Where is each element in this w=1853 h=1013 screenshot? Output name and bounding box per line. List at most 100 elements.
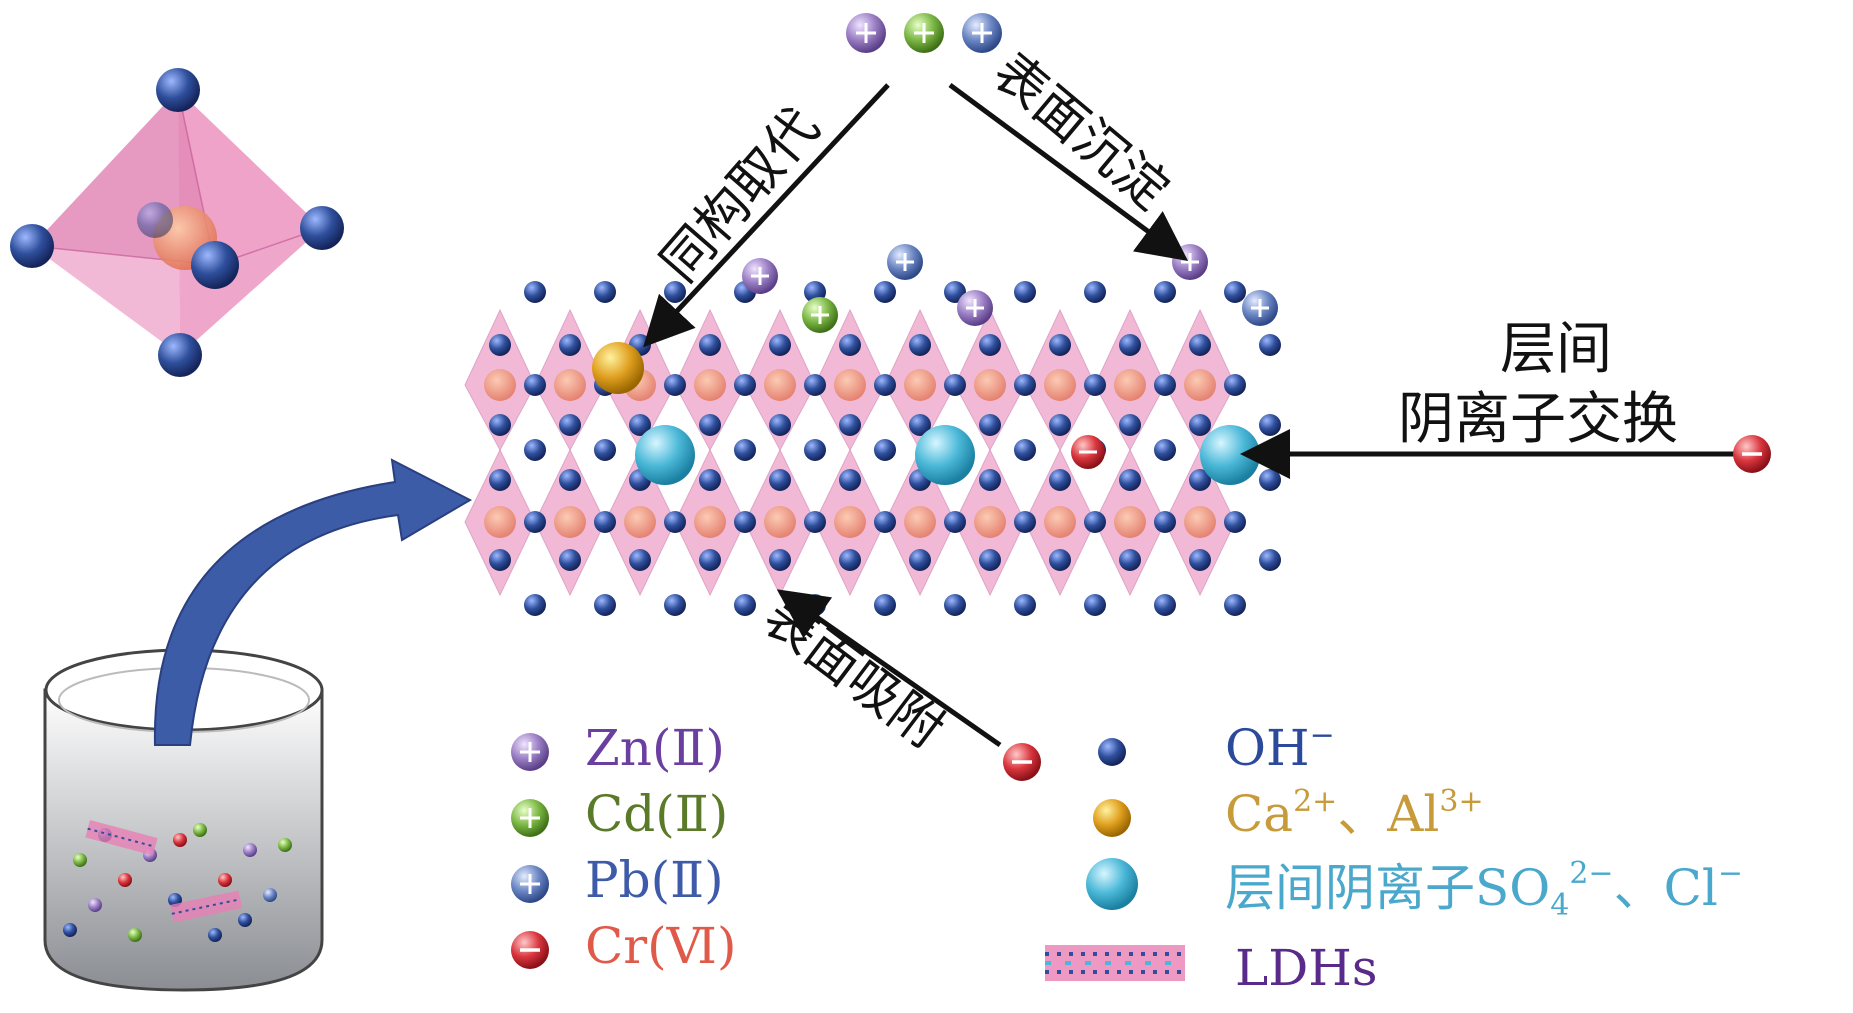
legend-label-cd: Cd(Ⅱ) <box>585 785 728 843</box>
hydroxide-ball <box>804 511 826 533</box>
label-interlayer-exchange-line1: 层间 <box>1500 317 1612 382</box>
hydroxide-ball <box>1259 414 1281 436</box>
metal-center <box>1044 369 1076 401</box>
metal-center <box>1184 506 1216 538</box>
hydroxide-ball <box>489 414 511 436</box>
hydroxide-ball <box>1154 374 1176 396</box>
plus-circle-icon <box>904 13 944 53</box>
mini-ldh-sheet <box>85 820 158 856</box>
hydroxide-ball <box>664 511 686 533</box>
hydroxide-ball <box>769 549 791 571</box>
legend-item-ca-al: Ca2+、Al3+ <box>1093 784 1484 843</box>
metal-center <box>1114 369 1146 401</box>
hydroxide-ball <box>839 469 861 491</box>
hydroxide-ball <box>1049 334 1071 356</box>
plus-circle-icon <box>511 733 549 771</box>
hydroxide-ball <box>839 414 861 436</box>
hydroxide-ball <box>594 594 616 616</box>
ion-particle <box>63 923 77 937</box>
metal-center <box>764 369 796 401</box>
plus-circle-icon <box>511 799 549 837</box>
label-interlayer-exchange-line2: 阴离子交换 <box>1398 387 1678 452</box>
hydroxide-ball <box>10 224 54 268</box>
metal-center <box>624 506 656 538</box>
hydroxide-ball <box>137 202 173 238</box>
hydroxide-ball <box>629 549 651 571</box>
legend-item-oh: OH− <box>1098 718 1335 777</box>
metal-center <box>1184 369 1216 401</box>
plus-circle-icon <box>962 13 1002 53</box>
hydroxide-ball <box>1224 511 1246 533</box>
hydroxide-ball <box>1224 594 1246 616</box>
hydroxide-ball <box>1154 511 1176 533</box>
legend: Zn(Ⅱ) Cd(Ⅱ) Pb(Ⅱ) Cr(Ⅵ) OH− <box>511 718 1743 997</box>
ldh-layered-structure <box>464 244 1281 616</box>
hydroxide-ball <box>734 439 756 461</box>
hydroxide-ball <box>734 374 756 396</box>
ion-particle <box>118 873 132 887</box>
ion-particle <box>263 888 277 902</box>
hydroxide-ball <box>1259 469 1281 491</box>
interlayer-anion <box>635 425 695 485</box>
hydroxide-ball <box>664 374 686 396</box>
hydroxide-ball <box>1189 414 1211 436</box>
hydroxide-ball <box>524 374 546 396</box>
hydroxide-ball <box>489 549 511 571</box>
interlayer-anion <box>915 425 975 485</box>
metal-center <box>484 369 516 401</box>
hydroxide-ball <box>1049 414 1071 436</box>
mini-ldh-sheet <box>170 890 243 923</box>
minus-circle-icon <box>1733 435 1771 473</box>
hydroxide-ball <box>944 511 966 533</box>
hydroxide-ball <box>874 281 896 303</box>
ion-particle <box>73 853 87 867</box>
hydroxide-ball <box>594 511 616 533</box>
hydroxide-ball <box>594 439 616 461</box>
metal-center <box>484 506 516 538</box>
metal-center <box>1114 506 1146 538</box>
hydroxide-ball <box>874 374 896 396</box>
octahedron-face <box>32 90 180 355</box>
metal-center <box>974 369 1006 401</box>
hydroxide-ball <box>524 594 546 616</box>
hydroxide-ball <box>1154 439 1176 461</box>
legend-label-zn: Zn(Ⅱ) <box>585 719 725 777</box>
incoming-cations <box>846 13 1002 53</box>
hydroxide-ball <box>699 469 721 491</box>
hydroxide-ball <box>909 414 931 436</box>
ion-particle <box>88 898 102 912</box>
hydroxide-ball <box>1154 281 1176 303</box>
ion-particle <box>208 928 222 942</box>
hydroxide-ball <box>944 374 966 396</box>
metal-center <box>1044 506 1076 538</box>
metal-center <box>554 506 586 538</box>
hydroxide-ball <box>1014 281 1036 303</box>
plus-sign <box>1181 253 1199 271</box>
mechanism-arrows <box>643 82 1735 748</box>
hydroxide-ball <box>158 333 202 377</box>
hydroxide-ball <box>1119 414 1141 436</box>
legend-label-cr: Cr(Ⅵ) <box>585 917 736 975</box>
hydroxide-ball <box>524 511 546 533</box>
ion-particle <box>218 873 232 887</box>
beaker <box>43 648 324 992</box>
ion-particle <box>243 843 257 857</box>
hydroxide-ball <box>524 281 546 303</box>
ion-particle <box>278 838 292 852</box>
minus-circle-icon <box>1003 743 1041 781</box>
minus-circle-icon <box>511 931 549 969</box>
ca-al-ball <box>1093 799 1131 837</box>
hydroxide-ball <box>874 439 896 461</box>
legend-item-anion: 层间阴离子SO42−、Cl− <box>1086 856 1743 923</box>
hydroxide-ball <box>979 549 1001 571</box>
hydroxide-ball <box>769 414 791 436</box>
hydroxide-ball <box>804 374 826 396</box>
legend-label-anion: 层间阴离子SO42−、Cl− <box>1225 856 1743 923</box>
legend-item-zn: Zn(Ⅱ) <box>511 719 725 777</box>
hydroxide-ball <box>1189 334 1211 356</box>
hydroxide-ball <box>1014 594 1036 616</box>
plus-sign <box>811 306 829 324</box>
arrow-isomorphic-substitution <box>643 83 890 348</box>
hydroxide-ball <box>1084 594 1106 616</box>
